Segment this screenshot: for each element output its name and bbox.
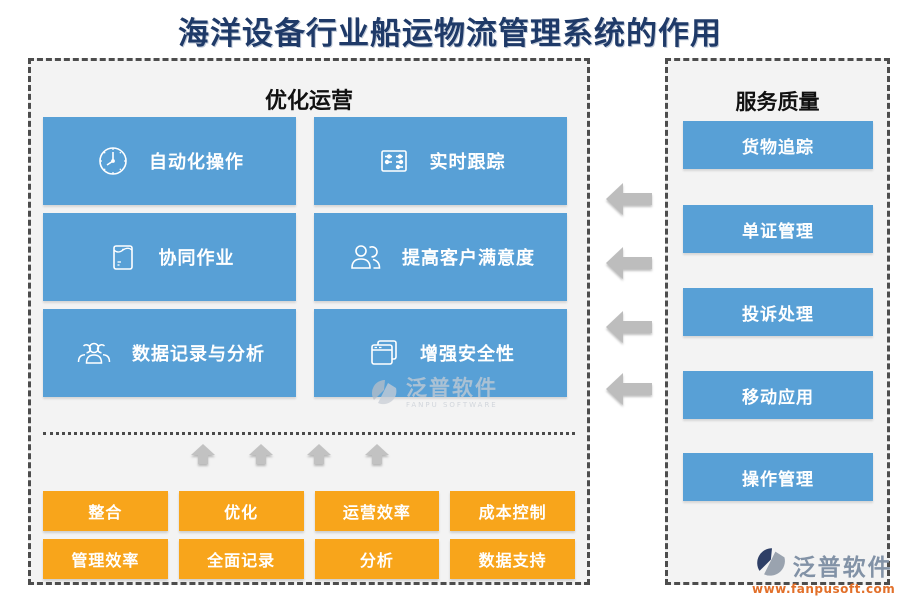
bar-complaint-handling: 投诉处理 bbox=[683, 288, 873, 336]
left-arrow-icon bbox=[606, 247, 652, 279]
dotted-divider bbox=[43, 432, 575, 435]
bar-mobile-application: 移动应用 bbox=[683, 371, 873, 419]
up-arrows bbox=[191, 444, 389, 466]
left-arrow-icon bbox=[606, 311, 652, 343]
feature-card-grid: 自动化操作 实时跟踪 bbox=[43, 117, 573, 397]
tag-data-support: 数据支持 bbox=[450, 539, 575, 579]
bar-operation-management: 操作管理 bbox=[683, 453, 873, 501]
tag-operation-efficiency: 运营效率 bbox=[314, 491, 440, 531]
card-label: 提高客户满意度 bbox=[402, 248, 535, 269]
up-arrow-icon bbox=[307, 444, 331, 464]
right-panel-title: 服务质量 bbox=[735, 90, 820, 114]
benefit-tag-grid: 整合 优化 运营效率 成本控制 管理效率 全面记录 分析 数据支持 bbox=[43, 491, 575, 579]
card-data-record-analysis: 数据记录与分析 bbox=[43, 309, 296, 397]
card-label: 协同作业 bbox=[158, 248, 235, 269]
card-label: 实时跟踪 bbox=[429, 152, 506, 173]
card-customer-satisfaction: 提高客户满意度 bbox=[314, 213, 567, 301]
tag-optimization: 优化 bbox=[178, 491, 304, 531]
two-users-icon bbox=[346, 239, 384, 275]
clock-icon bbox=[95, 143, 131, 179]
tag-integration: 整合 bbox=[43, 491, 168, 531]
tracking-form-icon bbox=[376, 143, 412, 179]
card-automation: 自动化操作 bbox=[43, 117, 296, 205]
bar-cargo-tracking: 货物追踪 bbox=[683, 121, 873, 169]
stacked-windows-icon bbox=[366, 335, 402, 371]
card-realtime-tracking: 实时跟踪 bbox=[314, 117, 567, 205]
optimize-operations-panel: 优化运营 自动化操作 bbox=[28, 58, 590, 585]
card-collaboration: 协同作业 bbox=[43, 213, 296, 301]
card-label: 自动化操作 bbox=[149, 152, 244, 173]
page-title: 海洋设备行业船运物流管理系统的作用 bbox=[178, 16, 722, 51]
card-enhanced-security: 增强安全性 bbox=[314, 309, 567, 397]
bar-document-management: 单证管理 bbox=[683, 205, 873, 253]
up-arrow-icon bbox=[191, 444, 215, 464]
envelope-icon bbox=[105, 239, 141, 275]
left-arrow-icon bbox=[606, 183, 652, 215]
card-label: 数据记录与分析 bbox=[132, 344, 265, 365]
card-label: 增强安全性 bbox=[420, 344, 515, 365]
tag-analysis: 分析 bbox=[314, 539, 440, 579]
up-arrow-icon bbox=[249, 444, 273, 464]
tag-management-efficiency: 管理效率 bbox=[43, 539, 168, 579]
up-arrow-icon bbox=[365, 444, 389, 464]
tag-full-record: 全面记录 bbox=[178, 539, 304, 579]
left-panel-title: 优化运营 bbox=[264, 89, 353, 114]
tag-cost-control: 成本控制 bbox=[450, 491, 575, 531]
group-users-icon bbox=[74, 335, 114, 371]
service-quality-panel: 服务质量 货物追踪 单证管理 投诉处理 移动应用 操作管理 bbox=[665, 58, 890, 585]
left-arrow-icon bbox=[606, 373, 652, 405]
